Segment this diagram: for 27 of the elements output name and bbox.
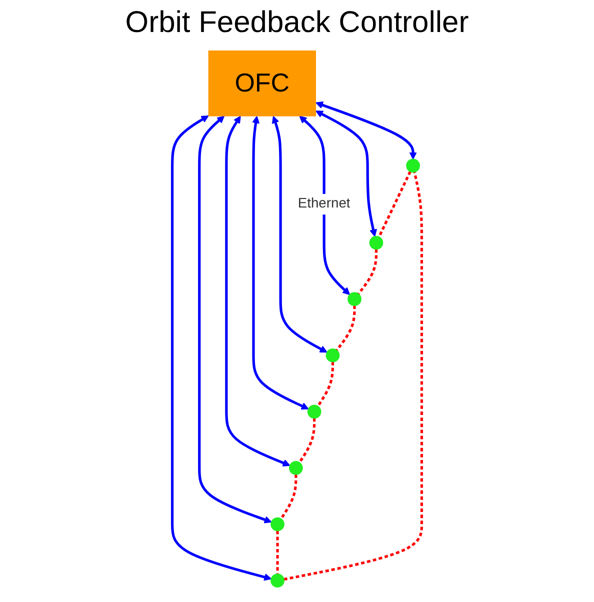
node-circle [406,158,420,173]
node-circle [348,292,362,306]
connector [316,362,334,407]
arrow [252,116,309,410]
diagram-title: Orbit Feedback Controller [124,6,470,40]
connector [378,171,412,238]
arrow [225,116,290,466]
node-circle [270,574,284,588]
connector [298,418,316,464]
connector [336,306,356,352]
node-circle [369,236,384,250]
edge-label: Ethernet [298,196,350,212]
arrow [272,116,328,353]
node-circle [307,404,322,419]
connector [357,249,378,295]
node-circle [326,348,340,362]
connector [280,474,298,520]
connector [284,172,424,581]
node-box: OFC [208,50,316,116]
arrow [170,115,272,581]
connector [276,530,279,574]
arrow [316,101,417,160]
arrow [299,116,350,296]
node-circle [288,461,303,475]
node-circle [270,517,284,532]
arrow [316,110,378,237]
arrow [198,116,272,524]
